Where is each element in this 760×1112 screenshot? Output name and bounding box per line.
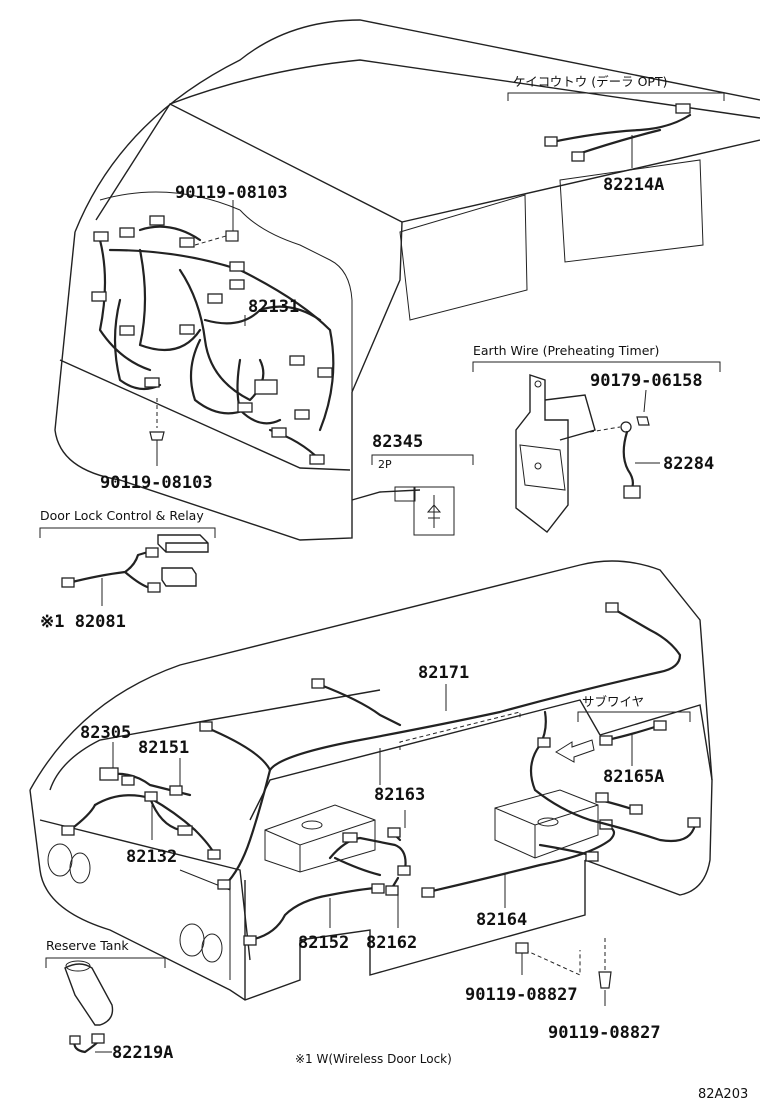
label-82214A: 82214A xyxy=(603,175,664,195)
label-82162: 82162 xyxy=(366,933,417,953)
caption-earth-wire: Earth Wire (Preheating Timer) xyxy=(473,343,659,358)
label-82163: 82163 xyxy=(374,785,425,805)
harness-82163 xyxy=(328,810,411,877)
label-82165A: 82165A xyxy=(603,767,664,787)
label-82152: 82152 xyxy=(298,933,349,953)
label-82164: 82164 xyxy=(476,910,527,930)
harness-82152 xyxy=(243,883,385,946)
label-90119-08103-bottom: 90119-08103 xyxy=(100,473,213,493)
harness-82162 xyxy=(385,876,400,928)
dealer-opt-group: ケイコウトウ (デーラ OPT) xyxy=(507,74,725,168)
bolts-90119-08827 xyxy=(515,938,612,1006)
label-82132: 82132 xyxy=(126,847,177,867)
label-82171: 82171 xyxy=(418,663,469,683)
caption-sub-wire: サブワイヤ xyxy=(582,694,644,709)
bolt-90119-08103-bottom xyxy=(149,398,165,466)
sub-wire-group: サブワイヤ xyxy=(529,694,701,843)
harness-82171 xyxy=(199,602,682,890)
earth-wire-group: Earth Wire (Preheating Timer) xyxy=(472,343,721,533)
bolt-90119-08103-top xyxy=(194,200,239,246)
label-82081: ※1 82081 xyxy=(40,612,126,632)
lower-vehicle-body xyxy=(29,560,713,1001)
label-82219A: 82219A xyxy=(112,1043,173,1063)
upper-vehicle-body xyxy=(54,19,760,541)
caption-dealer-opt: ケイコウトウ (デーラ OPT) xyxy=(513,74,667,89)
door-lock-group: Door Lock Control & Relay xyxy=(39,508,216,606)
label-90119-08103-top: 90119-08103 xyxy=(175,183,288,203)
caption-2p: 2P xyxy=(378,458,392,471)
label-82131: 82131 xyxy=(248,297,299,317)
label-90119-08827-a: 90119-08827 xyxy=(465,985,578,1005)
label-82345: 82345 xyxy=(372,432,423,452)
label-82305: 82305 xyxy=(80,723,131,743)
harness-82131 xyxy=(91,215,335,465)
diagram-code: 82A203 xyxy=(698,1087,748,1102)
footnote: ※1 W(Wireless Door Lock) xyxy=(295,1052,452,1066)
caption-reserve-tank: Reserve Tank xyxy=(46,938,129,953)
label-82151: 82151 xyxy=(138,738,189,758)
label-90179-06158: 90179-06158 xyxy=(590,371,703,391)
label-82284: 82284 xyxy=(663,454,714,474)
relay-82345-group: 2P xyxy=(371,454,474,536)
caption-door-lock: Door Lock Control & Relay xyxy=(40,508,204,523)
label-90119-08827-b: 90119-08827 xyxy=(548,1023,661,1043)
harness-front-lower xyxy=(61,742,221,860)
reserve-tank-group: Reserve Tank xyxy=(45,938,166,1054)
